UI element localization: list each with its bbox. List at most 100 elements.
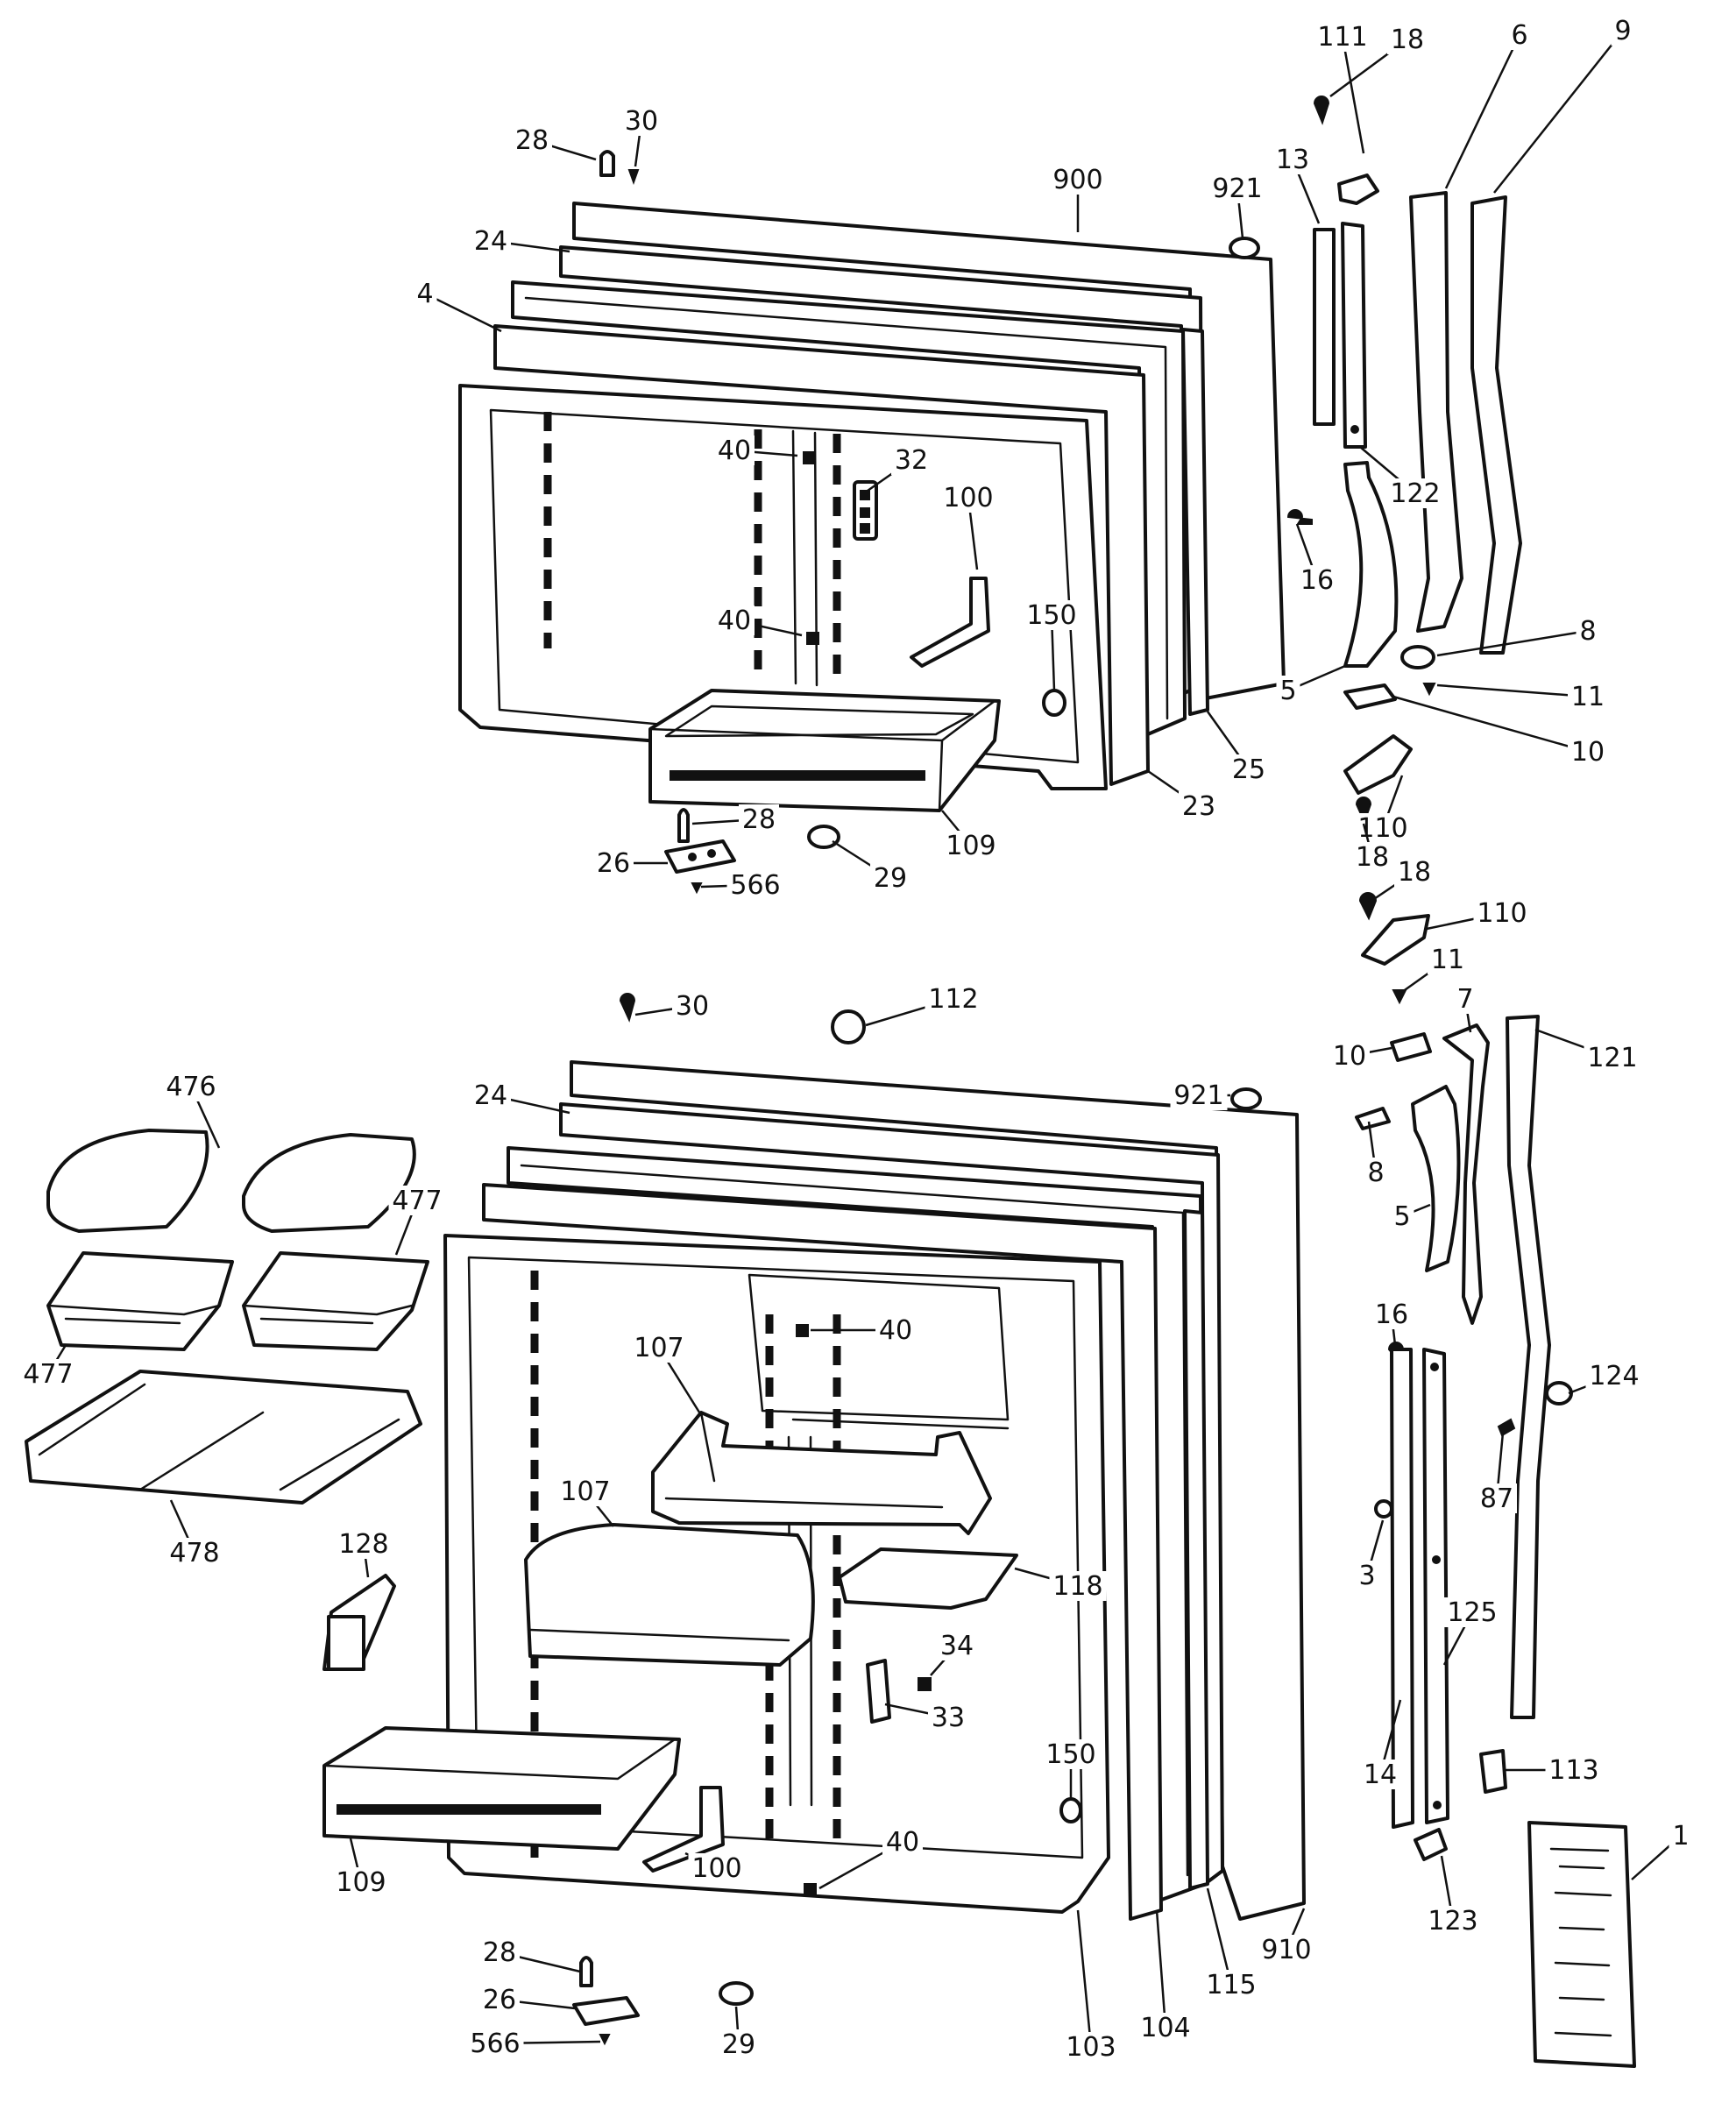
- leader-c10a: [1392, 695, 1589, 754]
- callout-bg-c18b: [1352, 842, 1392, 872]
- callout-c5a: 5: [1279, 676, 1296, 706]
- callout-c16a: 16: [1300, 565, 1334, 596]
- callout-bg-c921a: [1208, 173, 1266, 203]
- callout-c26b: 26: [483, 1985, 516, 2015]
- clip-33: [866, 1659, 891, 1724]
- handle-5-b: [1411, 1085, 1461, 1272]
- leader-c8a: [1436, 629, 1589, 657]
- callout-c100a: 100: [943, 483, 993, 513]
- callout-bg-c118: [1049, 1571, 1107, 1601]
- callout-c128: 128: [338, 1529, 388, 1560]
- callout-c11a: 11: [1571, 682, 1605, 712]
- retainer-40-b: [806, 632, 819, 645]
- callout-bg-c103: [1062, 2032, 1120, 2062]
- callout-bg-c124: [1585, 1361, 1643, 1391]
- screw-566-b: [599, 2034, 611, 2046]
- callout-bg-c34: [937, 1631, 977, 1660]
- screw-87: [1497, 1418, 1516, 1437]
- callout-c18a: 18: [1391, 25, 1424, 55]
- callout-bg-c40d: [882, 1827, 923, 1857]
- callout-bg-c87: [1477, 1483, 1517, 1513]
- callout-bg-c14: [1360, 1760, 1400, 1789]
- callout-bg-c5a: [1276, 676, 1300, 705]
- fresh-food-shelf-109: [322, 1726, 681, 1851]
- callout-c87: 87: [1480, 1483, 1513, 1514]
- callout-bg-c910: [1258, 1935, 1315, 1965]
- callout-c104: 104: [1140, 2013, 1190, 2043]
- upper-hinge-parts: [1286, 96, 1522, 1005]
- callout-bg-c125: [1443, 1597, 1501, 1627]
- callout-bg-c40b: [714, 605, 755, 635]
- callout-c40c: 40: [879, 1315, 912, 1346]
- leader-c104: [1155, 1909, 1167, 2029]
- callout-c34: 34: [940, 1631, 974, 1661]
- callout-c478: 478: [169, 1538, 219, 1568]
- washer-8-a: [1400, 645, 1435, 669]
- callout-c3: 3: [1358, 1561, 1375, 1591]
- plug-112: [831, 1009, 866, 1044]
- hinge-pin-28-top: [599, 150, 615, 177]
- callout-bg-c24a: [471, 226, 511, 256]
- callout-c40b: 40: [718, 605, 751, 636]
- callout-c28a: 28: [515, 125, 549, 156]
- freezer-shelf-109: [648, 689, 1001, 812]
- leader-c4: [424, 292, 502, 333]
- leader-c9: [1493, 30, 1624, 194]
- callout-bg-c18c: [1394, 857, 1435, 887]
- callout-bg-c566a: [726, 870, 784, 900]
- screw-30-b: [619, 993, 636, 1023]
- callout-c28b: 28: [742, 804, 776, 835]
- callout-bg-c30b: [672, 991, 712, 1021]
- callout-bg-c30a: [621, 106, 662, 136]
- callout-bg-c3: [1355, 1561, 1379, 1590]
- door-stop-150-b: [1059, 1797, 1082, 1823]
- callout-c30b: 30: [676, 991, 709, 1022]
- retainer-40-c: [796, 1324, 809, 1337]
- shelf-bracket-100-b: [642, 1786, 725, 1873]
- callout-c28c: 28: [483, 1937, 516, 1968]
- callout-c110b: 110: [1477, 898, 1527, 929]
- callout-bg-c8a: [1576, 616, 1600, 646]
- plug-29-b: [719, 1981, 754, 2006]
- retainer-40-a: [803, 451, 816, 464]
- callout-c14: 14: [1364, 1760, 1397, 1790]
- callout-c109a: 109: [946, 831, 996, 861]
- callout-c18c: 18: [1398, 857, 1431, 888]
- callout-c113: 113: [1548, 1755, 1598, 1786]
- hinge-plate-26-b: [572, 1996, 640, 2026]
- freezer-gasket-4: [493, 324, 1150, 786]
- callout-c150a: 150: [1026, 600, 1076, 631]
- cover-476-a: [46, 1129, 209, 1233]
- fresh-food-strip-115: [1183, 1209, 1209, 1890]
- callout-bg-c23: [1179, 791, 1219, 821]
- shelf-bracket-100-a: [910, 577, 990, 668]
- manual-1: [1527, 1821, 1636, 2068]
- callout-c115: 115: [1206, 1970, 1256, 2000]
- callout-bg-c29b: [719, 2029, 759, 2059]
- callout-bg-c478: [166, 1538, 223, 1568]
- strip-14: [1390, 1348, 1414, 1829]
- callout-bg-c26a: [593, 848, 634, 878]
- callout-bg-c100a: [939, 483, 997, 513]
- callout-bg-c16b: [1371, 1299, 1412, 1329]
- callout-bg-c28c: [479, 1937, 520, 1967]
- callout-c24b: 24: [474, 1080, 507, 1111]
- fresh-food-outer-door-910: [570, 1060, 1306, 1921]
- callout-c107b: 107: [560, 1476, 610, 1507]
- plug-124: [1545, 1381, 1573, 1406]
- callout-c121: 121: [1587, 1043, 1637, 1073]
- callout-c40a: 40: [718, 435, 751, 466]
- plate-125: [1422, 1348, 1449, 1824]
- washer-8-b: [1355, 1107, 1391, 1130]
- callout-bg-c109b: [332, 1867, 390, 1897]
- callout-c124: 124: [1589, 1361, 1639, 1391]
- callout-c566b: 566: [470, 2029, 520, 2059]
- callout-bg-c566b: [466, 2029, 524, 2058]
- callout-bg-c28b: [739, 804, 779, 834]
- callout-c111: 111: [1317, 22, 1367, 53]
- screw-18-a: [1313, 96, 1330, 125]
- callout-bg-c28a: [512, 125, 552, 155]
- trim-121: [1506, 1015, 1551, 1719]
- callout-c122: 122: [1390, 478, 1440, 509]
- callout-bg-c7: [1453, 984, 1477, 1014]
